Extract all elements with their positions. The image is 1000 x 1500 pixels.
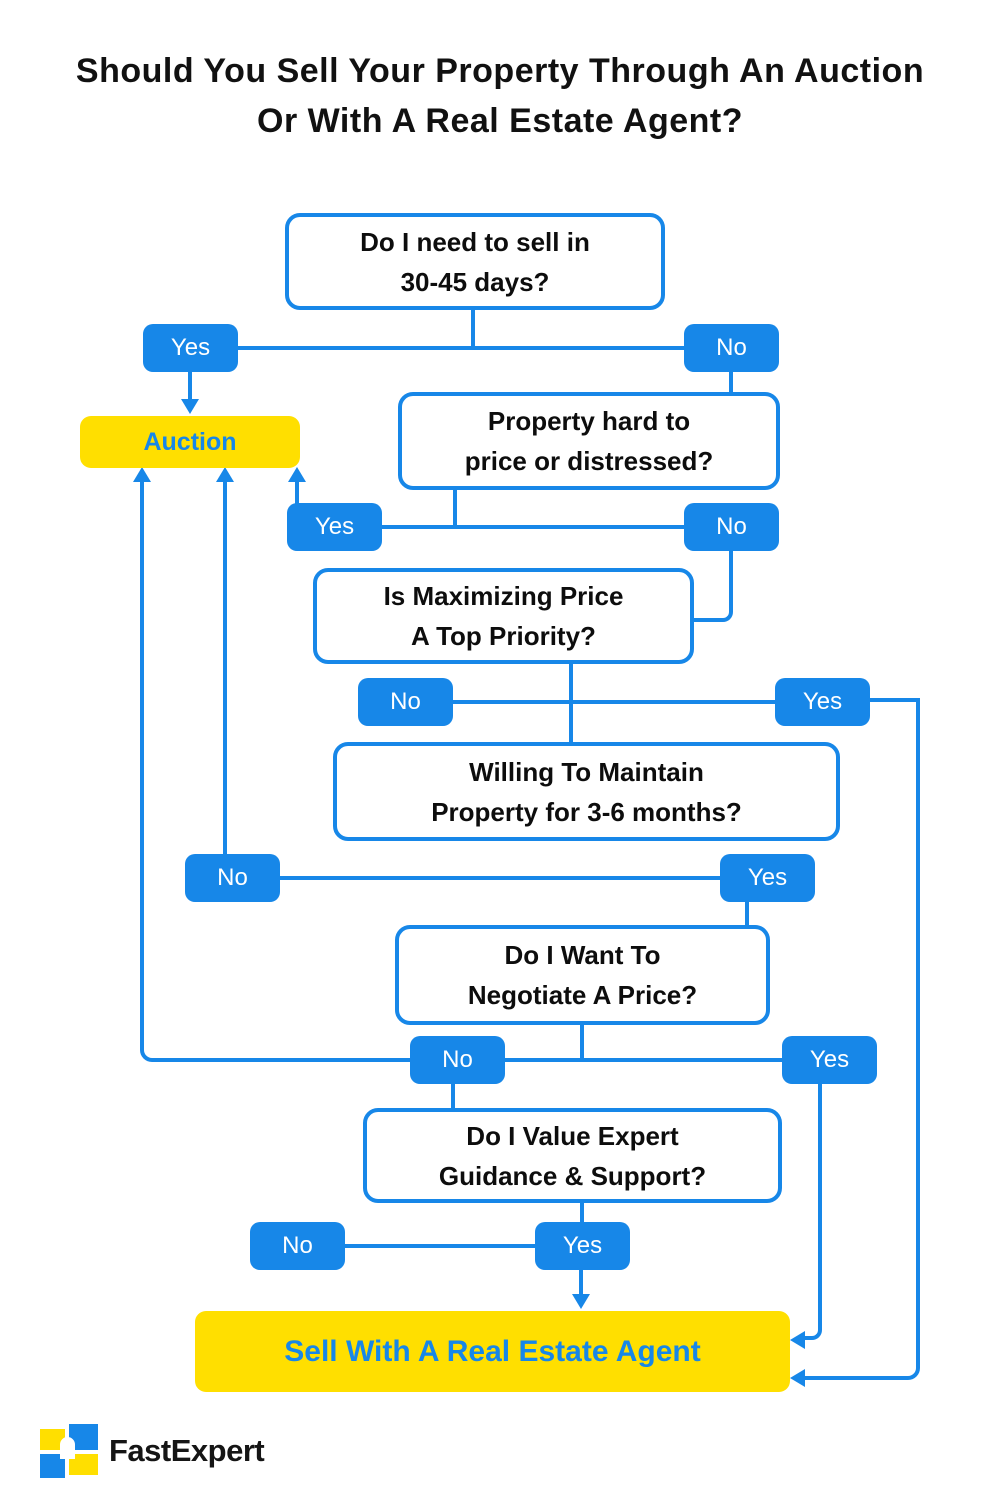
- pill-yes-q1: Yes: [143, 324, 238, 372]
- connector-yes5-return: [798, 1084, 822, 1340]
- outcome-auction-label: Auction: [143, 427, 237, 456]
- connector-yes4-drop: [745, 900, 749, 927]
- pill-label: No: [716, 513, 747, 540]
- logo-square-yellow-tl: [40, 1429, 65, 1450]
- pill-yes-q6: Yes: [535, 1222, 630, 1270]
- question-text: 30-45 days?: [400, 266, 550, 297]
- connector-yes3-return: [795, 698, 920, 1380]
- arrowhead-down-into-agent-icon: [572, 1294, 590, 1309]
- question-text: Property hard to: [487, 406, 691, 436]
- arrowhead-up-riser-icon: [133, 467, 151, 482]
- connector-row6: [298, 1244, 583, 1248]
- question-text: Willing To Maintain: [469, 756, 704, 787]
- pill-yes-q2: Yes: [287, 503, 382, 551]
- connector-yes3-hseg: [870, 698, 920, 702]
- connector-row5: [410, 1058, 829, 1062]
- pill-label: Yes: [314, 513, 355, 540]
- outcome-agent: Sell With A Real Estate Agent: [195, 1311, 790, 1392]
- question-maintain-property: Willing To Maintain Property for 3-6 mon…: [333, 742, 840, 841]
- connector-no1-drop: [729, 370, 733, 394]
- pill-label: Yes: [562, 1232, 603, 1259]
- question-negotiate-price: Do I Want To Negotiate A Price?: [395, 925, 770, 1025]
- pill-no-q5: No: [410, 1036, 505, 1084]
- pill-no-q2: No: [684, 503, 779, 551]
- arrowhead-left-lower-into-agent-icon: [790, 1369, 805, 1387]
- pill-yes-q5: Yes: [782, 1036, 877, 1084]
- pill-label: Yes: [809, 1046, 850, 1073]
- fastexpert-logo-icon: [40, 1424, 98, 1478]
- connector-no4-riser: [223, 481, 227, 854]
- page-title-line2: Or With A Real Estate Agent?: [257, 102, 743, 140]
- question-text: Do I Value Expert: [466, 1120, 679, 1151]
- pill-no-q1: No: [684, 324, 779, 372]
- pill-label: No: [390, 688, 421, 715]
- question-text: Do I need to sell in: [360, 226, 590, 257]
- connector-no5-riser: [140, 481, 412, 1062]
- question-expert-guidance: Do I Value Expert Guidance & Support?: [363, 1108, 782, 1203]
- outcome-auction: Auction: [80, 416, 300, 468]
- fastexpert-logo: FastExpert: [40, 1424, 265, 1478]
- connector-yes2-stem: [295, 481, 299, 505]
- connector-q2-drop: [453, 488, 457, 527]
- logo-door-icon: [60, 1437, 75, 1459]
- arrowhead-left-upper-into-agent-icon: [790, 1331, 805, 1349]
- pill-yes-q4: Yes: [720, 854, 815, 902]
- pill-label: Yes: [802, 688, 843, 715]
- question-text: Guidance & Support?: [438, 1160, 707, 1191]
- question-text: Do I Want To: [504, 940, 661, 970]
- question-text: Negotiate A Price?: [467, 980, 698, 1010]
- question-text: Is Maximizing Price: [383, 581, 624, 611]
- arrowhead-down-into-auction-icon: [181, 399, 199, 414]
- pill-no-q6: No: [250, 1222, 345, 1270]
- question-text: price or distressed?: [464, 446, 714, 476]
- logo-square-yellow-br: [69, 1454, 98, 1475]
- pill-label: No: [442, 1046, 473, 1073]
- connector-yes6-stem: [579, 1268, 583, 1296]
- pill-label: No: [217, 864, 248, 891]
- connector-row4: [232, 876, 768, 880]
- question-text: A Top Priority?: [411, 621, 596, 651]
- pill-label: No: [716, 334, 747, 361]
- page-title: Should You Sell Your Property Through An…: [0, 46, 1000, 146]
- connector-yes1-stem: [188, 370, 192, 401]
- arrowhead-up-yes2-icon: [288, 467, 306, 482]
- pill-label: Yes: [170, 334, 211, 361]
- connector-row3: [405, 700, 822, 704]
- connector-no5-drop: [451, 1082, 455, 1110]
- question-hard-to-price: Property hard to price or distressed?: [398, 392, 780, 490]
- connector-q1-drop: [471, 308, 475, 348]
- connector-row1: [190, 346, 731, 350]
- pill-no-q4: No: [185, 854, 280, 902]
- pill-label: No: [282, 1232, 313, 1259]
- pill-no-q3: No: [358, 678, 453, 726]
- pill-yes-q3: Yes: [775, 678, 870, 726]
- fastexpert-logo-text: FastExpert: [109, 1433, 265, 1468]
- connector-row2: [335, 525, 731, 529]
- question-maximize-price: Is Maximizing Price A Top Priority?: [313, 568, 694, 664]
- pill-label: Yes: [747, 864, 788, 891]
- question-need-to-sell-fast: Do I need to sell in 30-45 days?: [285, 213, 665, 310]
- question-text: Property for 3-6 months?: [431, 796, 742, 827]
- connector-no2-elbow: [694, 549, 733, 622]
- arrowhead-up-no4-icon: [216, 467, 234, 482]
- connector-q5-drop: [580, 1023, 584, 1060]
- page-title-line1: Should You Sell Your Property Through An…: [75, 52, 925, 90]
- outcome-agent-label: Sell With A Real Estate Agent: [284, 1334, 701, 1368]
